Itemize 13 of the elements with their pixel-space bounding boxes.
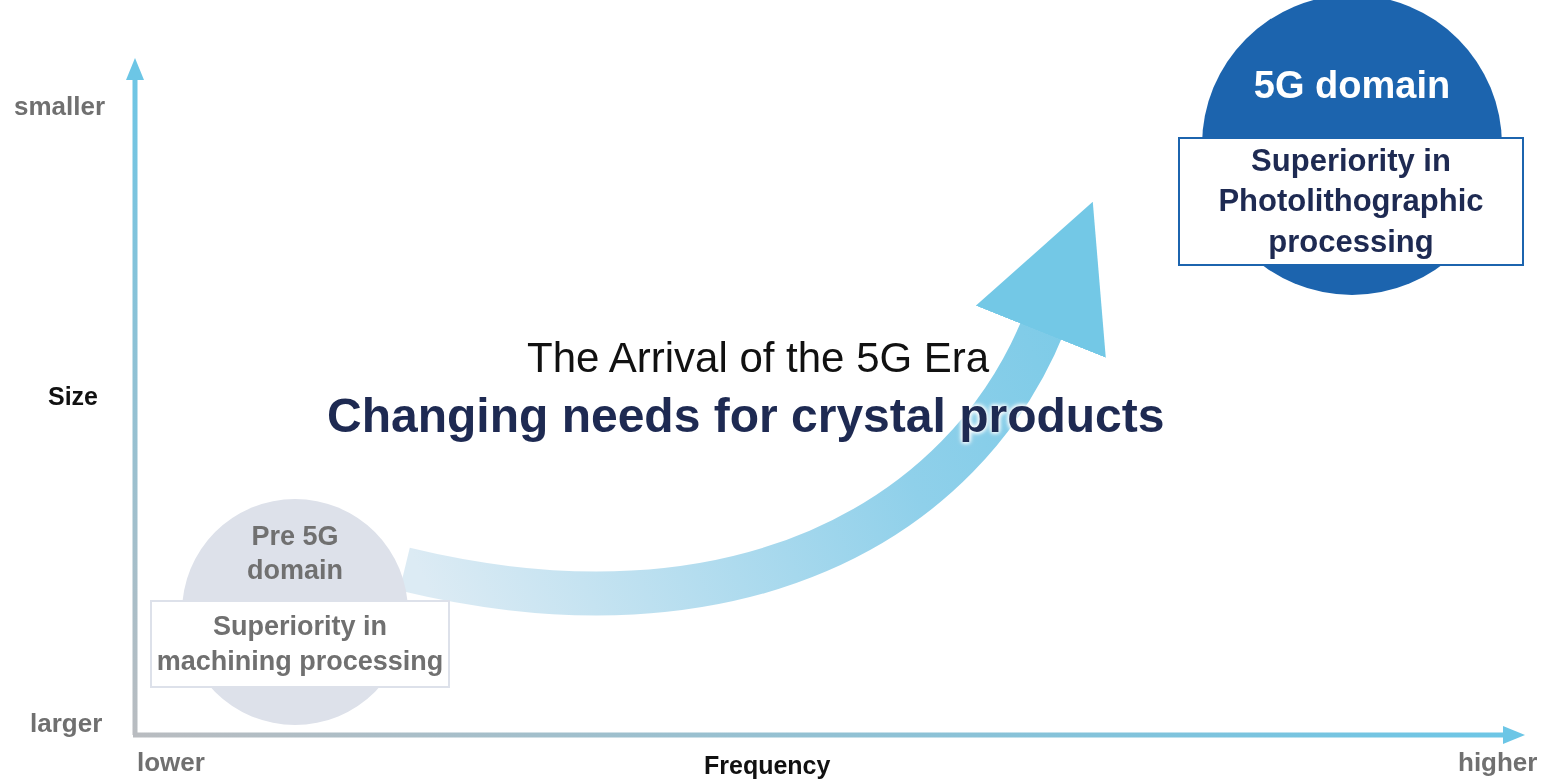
subtitle: The Arrival of the 5G Era <box>527 335 990 382</box>
axis-end-label: lower <box>137 748 205 777</box>
axis-title: Frequency <box>704 752 831 780</box>
axis-title: Size <box>48 383 99 411</box>
curved-arrow <box>400 205 1104 615</box>
description-box: Superiority in Photolithographic processing <box>1178 137 1524 266</box>
axis-end-label: larger <box>30 709 103 738</box>
main-heading: Changing needs for crystal products <box>327 390 1165 443</box>
domain-title: 5G domain <box>1252 63 1452 108</box>
description-box: Superiority in machining processing <box>150 600 450 688</box>
axis-end-label: smaller <box>14 92 106 121</box>
domain-title: Pre 5G domain <box>246 520 344 587</box>
axis-end-label: higher <box>1458 748 1538 777</box>
